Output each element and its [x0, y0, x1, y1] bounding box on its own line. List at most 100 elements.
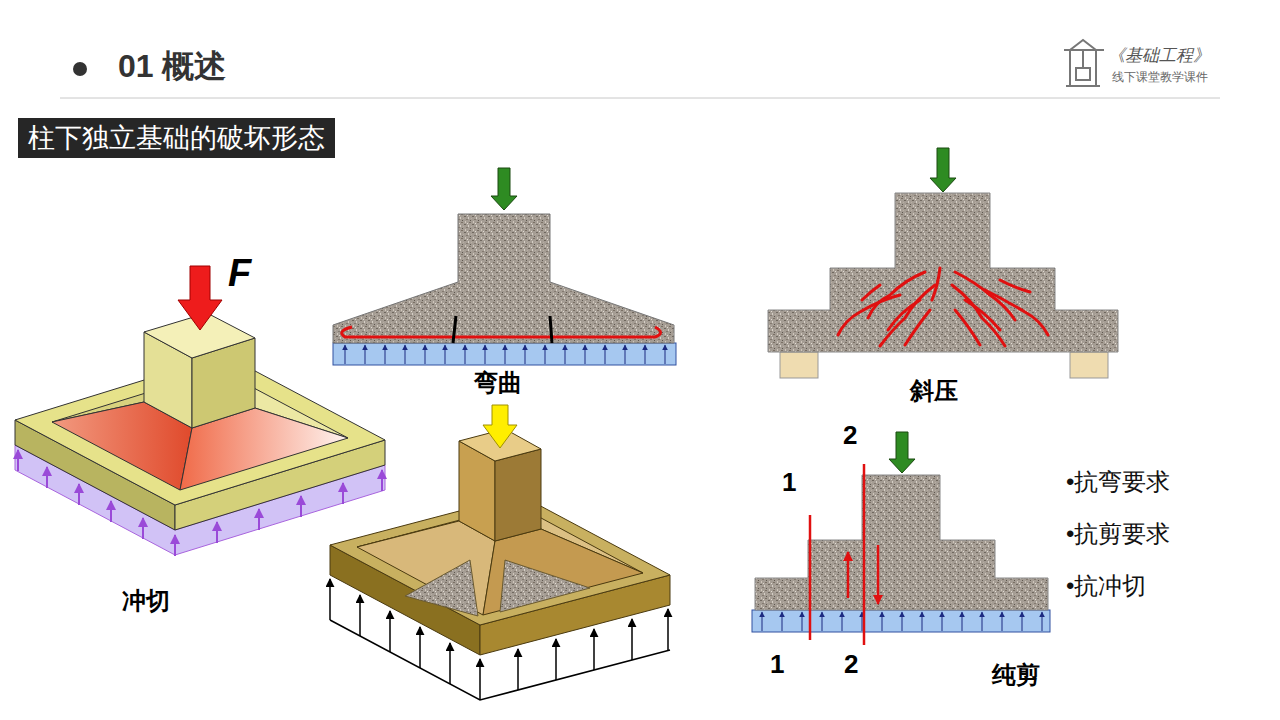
soil-reaction-arrow	[665, 345, 666, 364]
soil-reaction-arrow	[330, 579, 668, 700]
soil-reaction-arrow	[18, 450, 382, 556]
soil-reaction-arrow	[505, 345, 506, 364]
soil-reaction-arrow	[762, 612, 1042, 631]
soil-reaction-arrow	[365, 345, 366, 364]
soil-reaction-arrow	[385, 345, 386, 364]
soil-reaction-arrow	[445, 345, 446, 364]
slide-title: 01 概述	[118, 48, 226, 85]
soil-reaction-arrow	[555, 639, 557, 680]
header-decoration	[60, 40, 1220, 98]
diagonal-compression-footing	[838, 268, 1048, 346]
box-text: 柱下独立基础的破坏形态	[28, 122, 325, 154]
soil-reaction-arrow	[345, 345, 665, 364]
diagonal-compression-footing	[905, 310, 930, 345]
failure-mode-label: 斜压	[910, 378, 958, 406]
soil-reaction-arrow	[782, 612, 783, 631]
diagonal-compression-footing	[838, 295, 900, 335]
soil-reaction-arrow	[329, 579, 331, 620]
soil-reaction-arrow	[667, 609, 669, 650]
soil-reaction-arrow	[565, 345, 566, 364]
soil-reaction-arrow	[389, 611, 391, 652]
soil-reaction-arrow	[342, 483, 344, 504]
soil-reaction-arrow	[479, 659, 481, 700]
soil-reaction-arrow	[625, 345, 626, 364]
soil-reaction-arrow	[1042, 612, 1043, 631]
soil-reaction-arrow	[359, 595, 361, 636]
soil-reaction-arrow	[862, 612, 863, 631]
pure-shear-footing	[755, 475, 1048, 610]
bending-footing	[453, 316, 552, 343]
pyramid-footing	[483, 529, 643, 615]
soil-reaction-arrow	[762, 612, 763, 631]
heading-band: 柱下独立基础的破坏形态	[18, 118, 335, 158]
diagonal-compression-footing	[1000, 280, 1030, 292]
diagonal-compression-footing	[862, 285, 880, 300]
soil-reaction-arrow	[465, 345, 466, 364]
pyramid-footing	[495, 449, 541, 541]
soil-reaction-arrow	[1002, 612, 1003, 631]
soil-reaction-arrow	[802, 612, 803, 631]
soil-reaction-arrow	[545, 345, 546, 364]
requirement-bullet: •抗冲切	[1066, 572, 1146, 600]
soil-reaction-arrow	[1022, 612, 1023, 631]
pure-shear-footing	[752, 610, 1050, 632]
diagonal-compression-footing	[1070, 352, 1108, 378]
section-line	[810, 464, 864, 645]
soil-reaction-arrow	[449, 643, 451, 684]
reaction-baseline	[330, 620, 670, 700]
diagonal-compression-footing	[955, 310, 980, 345]
soil-reaction-arrow	[46, 467, 48, 488]
soil-reaction-arrow	[922, 612, 923, 631]
soil-reaction-arrow	[593, 629, 595, 670]
soil-reaction-arrow	[517, 649, 519, 690]
soil-reaction-arrow	[942, 612, 943, 631]
section-number: 1	[782, 468, 796, 498]
soil-reaction-arrow	[585, 345, 586, 364]
diagonal-compression-footing	[780, 352, 818, 378]
diagonal-compression-footing	[952, 285, 1005, 346]
soil-reaction-arrow	[17, 450, 19, 471]
bending-footing	[333, 214, 674, 343]
section-number: 1	[770, 650, 784, 680]
pyramid-footing	[357, 521, 495, 615]
diagonal-compression-footing	[932, 268, 940, 300]
soil-reaction-arrow	[216, 522, 218, 543]
load-arrow	[483, 405, 517, 448]
soil-reaction-arrow	[110, 501, 112, 522]
diagonal-compression-footing	[965, 300, 1000, 330]
soil-reaction-arrow	[174, 535, 176, 556]
shear-arrow	[848, 545, 878, 604]
header-decoration	[73, 62, 87, 76]
soil-reaction-arrow	[822, 612, 823, 631]
bending-footing	[342, 327, 661, 337]
shear-arrow	[877, 545, 880, 604]
soil-reaction-arrow	[425, 345, 426, 364]
soil-reaction-arrow	[405, 345, 406, 364]
course-logo-subtitle: 线下课堂教学课件	[1112, 71, 1208, 85]
pure-shear-footing	[889, 432, 915, 473]
soil-reaction-arrow	[78, 484, 80, 505]
header-decoration	[1064, 40, 1104, 86]
pyramid-footing	[405, 560, 478, 616]
soil-reaction-arrow	[525, 345, 526, 364]
soil-reaction-arrow	[142, 518, 144, 539]
soil-reaction-arrow	[485, 345, 486, 364]
bending-footing	[333, 168, 676, 365]
diagonal-compression-footing	[888, 300, 920, 330]
section-number: 2	[843, 421, 857, 451]
failure-mode-label: 纯剪	[992, 662, 1040, 690]
soil-reaction-arrow	[419, 627, 421, 668]
diagonal-compression-footing	[768, 193, 1118, 352]
diagonal-compression-footing	[880, 285, 935, 346]
force-symbol: F	[228, 252, 251, 296]
section-line	[809, 515, 812, 640]
soil-reaction-arrow	[982, 612, 983, 631]
section-number: 2	[844, 650, 858, 680]
requirement-bullet: •抗弯要求	[1066, 468, 1170, 496]
soil-reaction-arrow	[882, 612, 883, 631]
section-line	[863, 464, 866, 645]
shear-arrow	[847, 552, 850, 598]
soil-reaction-arrow	[962, 612, 963, 631]
